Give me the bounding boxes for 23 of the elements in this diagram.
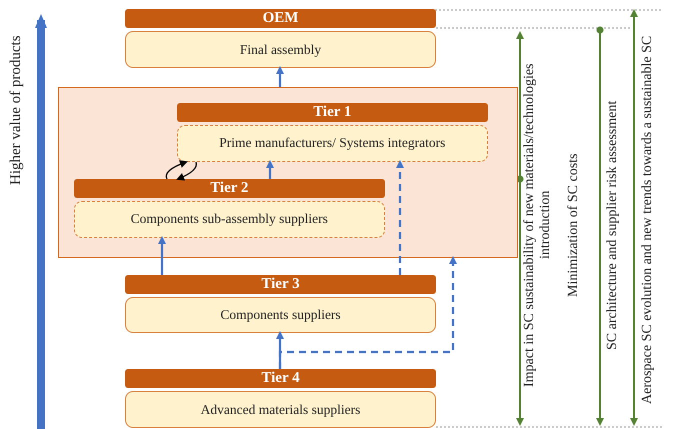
- tier-header: Tier 1: [176, 102, 488, 122]
- group-panel: [58, 87, 518, 258]
- tier-description: Components suppliers: [125, 297, 436, 333]
- tier-description: Prime manufacturers/ Systems integrators: [176, 124, 488, 162]
- arrow: [278, 256, 457, 369]
- tier-description: Final assembly: [125, 31, 436, 68]
- side-label: Minimization of SC costs: [566, 152, 582, 299]
- side-label: SC architecture and supplier risk assessment: [605, 99, 621, 352]
- tier-header: Tier 3: [125, 275, 436, 294]
- tier-header: Tier 2: [74, 178, 385, 198]
- side-label: Impact in SC sustainability of new materials/technologies introduction: [522, 62, 554, 389]
- tier-header: OEM: [125, 9, 436, 28]
- arrow: [158, 236, 166, 275]
- side-label: Aerospace SC evolution and new trends towards a sustainable SC: [640, 34, 656, 406]
- arrow: [176, 162, 197, 180]
- arrow: [276, 66, 284, 87]
- tier-description: Advanced materials suppliers: [125, 391, 436, 428]
- arrow: [266, 160, 274, 179]
- arrow: [166, 160, 188, 180]
- tier-header: Tier 4: [125, 369, 436, 388]
- side-label: Higher value of products: [8, 34, 25, 187]
- arrow: [396, 160, 404, 275]
- tier-description: Components sub-assembly suppliers: [74, 200, 385, 238]
